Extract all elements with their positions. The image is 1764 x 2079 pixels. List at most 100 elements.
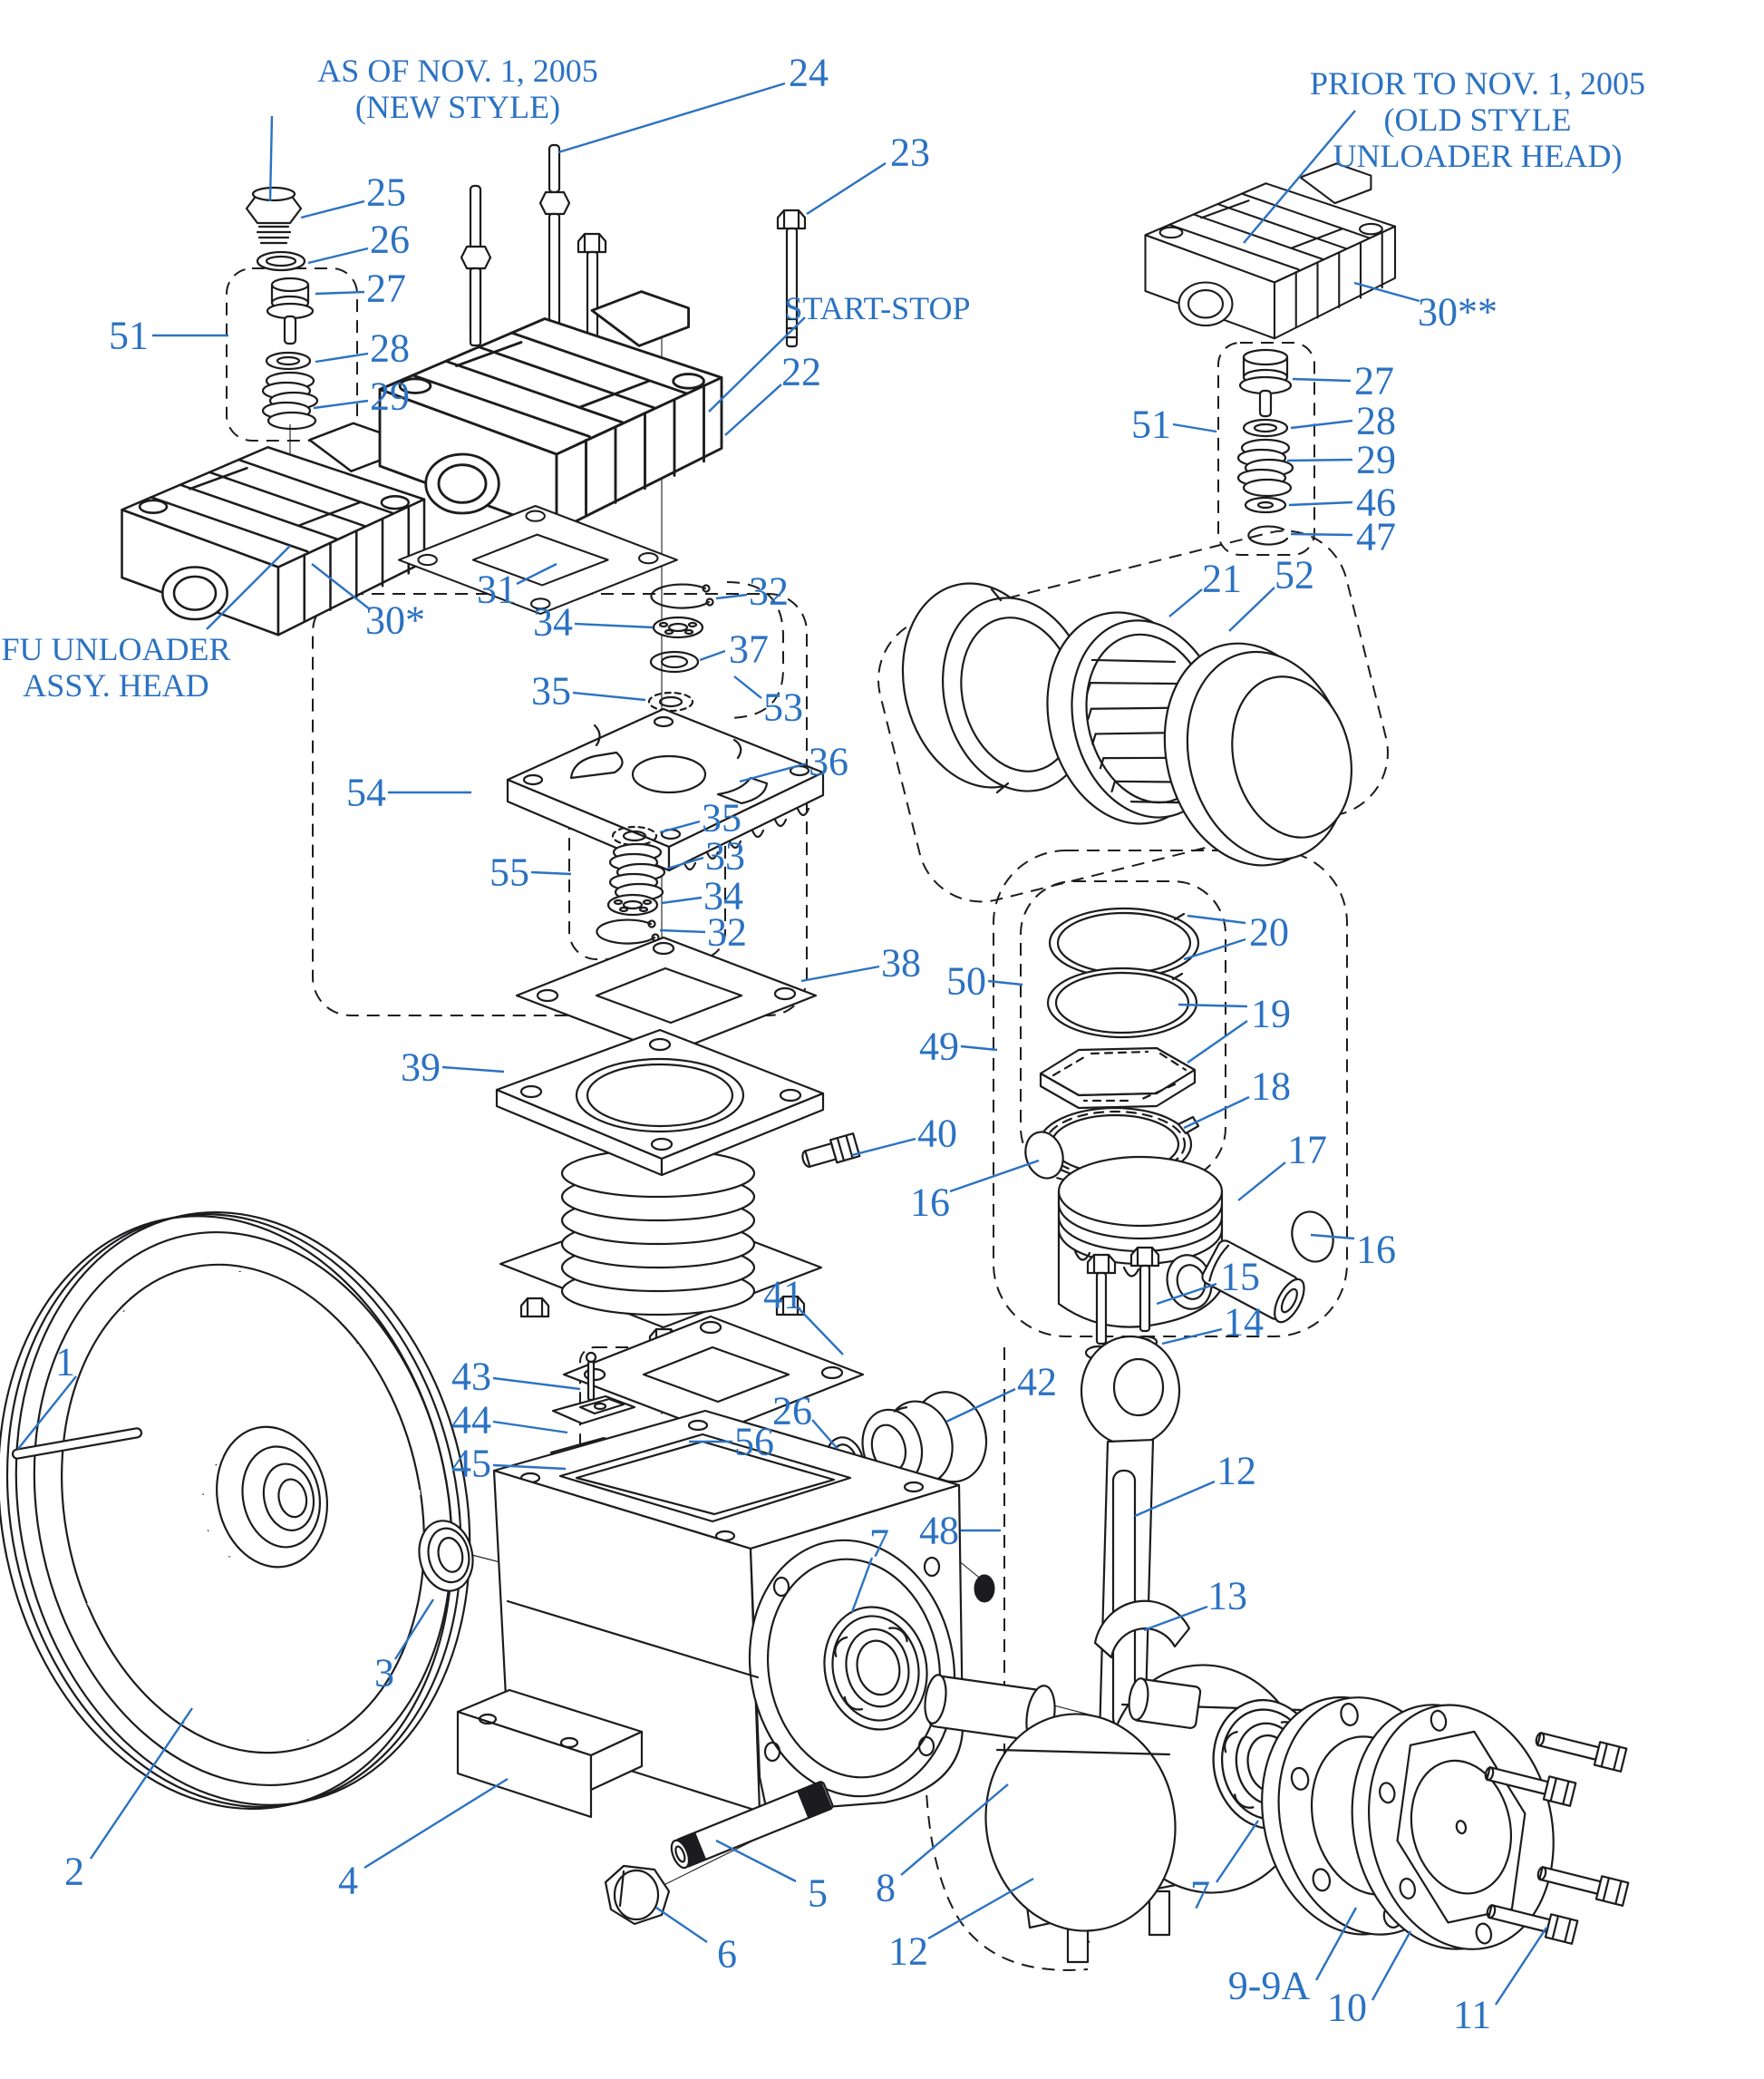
old-style-note: (OLD STYLE [1384, 102, 1572, 138]
leader-line [960, 1044, 998, 1052]
leader-line [850, 1557, 874, 1613]
callout-55: 55 [489, 850, 529, 895]
leader-line [1228, 587, 1275, 632]
callout-26: 26 [370, 218, 410, 262]
shaft-seal-3 [418, 1520, 474, 1592]
callout-12: 12 [888, 1929, 928, 1974]
pin-cap-16a [1024, 1131, 1064, 1180]
leader-line [17, 1375, 77, 1450]
callout-43: 43 [451, 1355, 491, 1399]
callout-18: 18 [1251, 1064, 1291, 1109]
fu-head-note: FU UNLOADER [1, 631, 230, 667]
retaining-ring-32b [596, 918, 660, 945]
leader-line [927, 1877, 1034, 1940]
leader-line [851, 1137, 916, 1157]
callout-35: 35 [531, 669, 571, 714]
start-stop-note: START-STOP [784, 290, 970, 326]
diagram-art [0, 143, 1630, 1971]
leader-line [1288, 500, 1353, 507]
filter-cap [1163, 642, 1353, 867]
wrist-pin-17 [1201, 1239, 1305, 1324]
leader-line [708, 316, 806, 413]
key-1 [11, 1427, 143, 1460]
leader-line [315, 352, 369, 364]
leader-line [1178, 1003, 1248, 1008]
callout-3: 3 [374, 1651, 394, 1695]
leader-line [1161, 1327, 1223, 1346]
callout-36: 36 [809, 740, 848, 784]
callout-45: 45 [451, 1442, 491, 1486]
callout-27: 27 [1354, 359, 1394, 403]
leader-line [1494, 1927, 1548, 2006]
leader-line [268, 115, 274, 202]
callout-48: 48 [919, 1509, 959, 1553]
pin-cap-16b [1291, 1210, 1334, 1263]
leader-line [516, 562, 557, 586]
callout-26: 26 [772, 1389, 812, 1433]
poppet-27b [1238, 348, 1293, 418]
leader-line [811, 1419, 838, 1450]
callout-30**: 30** [1418, 290, 1497, 335]
leader-line [1314, 1907, 1358, 1981]
new-style-note: (NEW STYLE) [355, 89, 560, 125]
callout-20: 20 [1249, 910, 1289, 955]
callout-47: 47 [1356, 515, 1396, 559]
callout-32: 32 [707, 910, 747, 955]
callout-44: 44 [451, 1398, 491, 1443]
callout-49: 49 [919, 1025, 959, 1069]
leader-line [659, 820, 701, 834]
leader-line [1290, 419, 1353, 430]
leader-line [90, 1707, 193, 1860]
oil-ring-expander-19 [1039, 1046, 1197, 1110]
callout-28: 28 [1356, 399, 1396, 443]
leader-line [492, 1376, 581, 1391]
valve-kit-arc-53 [726, 581, 784, 719]
crankcase-base-4 [456, 1688, 644, 1819]
callout-38: 38 [881, 941, 921, 986]
leader-line [492, 1463, 567, 1471]
new-style-note: AS OF NOV. 1, 2005 [317, 53, 597, 89]
callout-31: 31 [477, 568, 517, 612]
leader-line [1172, 423, 1217, 433]
leader-line [739, 762, 808, 783]
callout-6: 6 [717, 1932, 737, 1977]
callout-9-9A: 9-9A [1228, 1964, 1311, 2008]
washer-28 [265, 351, 312, 371]
callout-4: 4 [338, 1859, 358, 1903]
rod-bolt-15a [1095, 1271, 1108, 1346]
leader-line [715, 1839, 797, 1883]
leader-line [557, 82, 786, 154]
flywheel-2 [0, 1211, 471, 1811]
callout-50: 50 [946, 959, 986, 1004]
callout-56: 56 [734, 1420, 774, 1464]
leader-line [1292, 377, 1352, 383]
callout-15: 15 [1220, 1255, 1260, 1299]
callout-34: 34 [533, 600, 573, 645]
old-style-note: PRIOR TO NOV. 1, 2005 [1310, 65, 1645, 102]
leader-line [806, 161, 887, 216]
leader-line [945, 1387, 1016, 1423]
bearing-shell-13a [1093, 1599, 1191, 1659]
leader-line [1290, 532, 1353, 537]
leader-line [1183, 1095, 1250, 1130]
callout-30*: 30* [365, 598, 425, 643]
leader-line [1156, 1282, 1217, 1306]
callout-14: 14 [1224, 1300, 1264, 1345]
leader-line [1216, 1820, 1259, 1883]
leader-line [724, 384, 782, 436]
cylinder-assembly [495, 1028, 825, 1349]
star-spring-35 [647, 691, 694, 713]
leader-line [1353, 281, 1420, 303]
old-style-note: UNLOADER HEAD) [1333, 138, 1623, 174]
callout-40: 40 [917, 1112, 957, 1156]
callout-32: 32 [749, 569, 789, 614]
callout-7: 7 [1190, 1873, 1210, 1918]
upper-valve-parts [647, 583, 714, 713]
unloader-valve-kit-left [245, 186, 319, 488]
valve-disc-34b [606, 893, 659, 917]
leader-line [1310, 1233, 1355, 1240]
air-filter-assembly-21 [901, 582, 1353, 867]
leader-line [797, 1307, 844, 1355]
filter-outline-52 [877, 529, 1389, 903]
